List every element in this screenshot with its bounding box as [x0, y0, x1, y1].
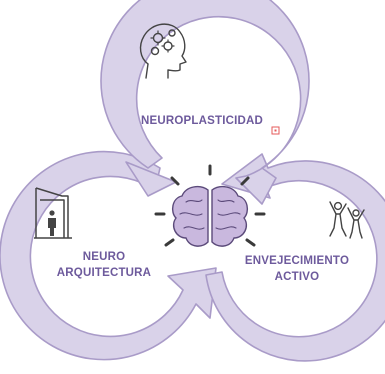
label-neuro-arquitectura-line2: ARQUITECTURA	[57, 267, 151, 279]
active-people-icon	[329, 201, 365, 239]
ring-left	[0, 150, 217, 361]
brain-icon	[154, 164, 266, 247]
arrow-top-to-center	[125, 161, 177, 197]
label-envejecimiento-line1: ENVEJECIMIENTO	[245, 255, 349, 267]
label-neuroplasticidad: NEUROPLASTICIDAD	[141, 115, 263, 127]
marker-icon	[271, 126, 280, 135]
label-envejecimiento-line2: ACTIVO	[275, 271, 320, 283]
ring-right	[205, 153, 385, 362]
person-in-doorway-icon	[34, 187, 72, 239]
label-neuro-arquitectura-line1: NEURO	[83, 251, 126, 263]
ring-top	[100, 0, 310, 205]
head-gears-icon	[139, 23, 187, 79]
